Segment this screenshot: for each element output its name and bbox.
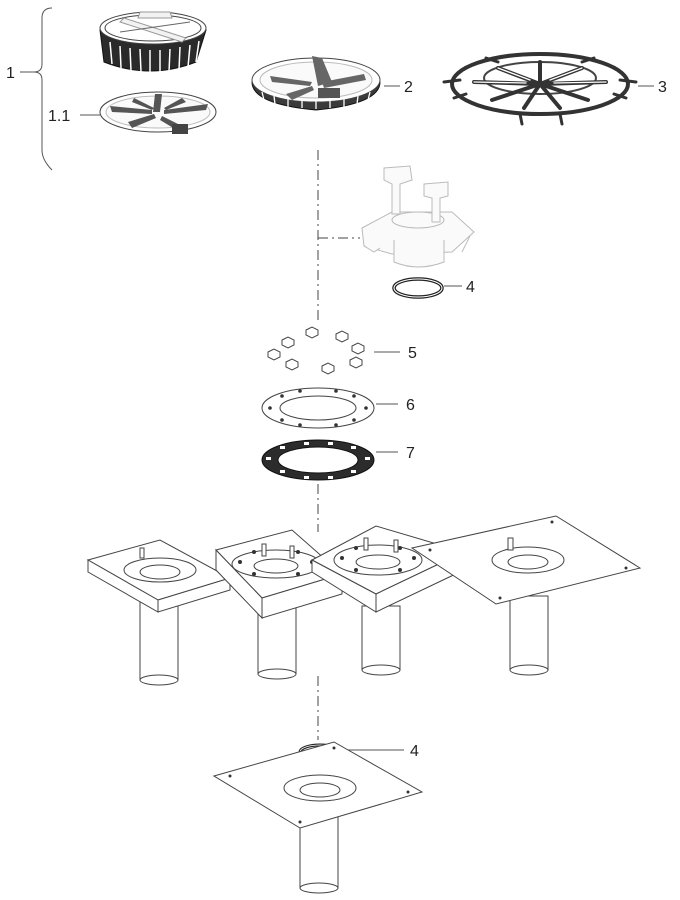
callout-7: 7 bbox=[406, 445, 415, 462]
callout-1-1: 1.1 bbox=[48, 108, 70, 125]
callout-2: 2 bbox=[404, 79, 413, 96]
drain-body-variant-a bbox=[86, 539, 232, 686]
callout-1: 1 bbox=[6, 65, 15, 82]
part-star-plate bbox=[99, 91, 217, 134]
callout-6: 6 bbox=[406, 397, 415, 414]
drain-body-variants bbox=[86, 515, 642, 686]
drain-body-variant-d bbox=[410, 515, 642, 676]
callout-4-lower: 4 bbox=[410, 743, 419, 760]
part-drain-insert-ghost bbox=[361, 165, 475, 268]
group-bracket-1 bbox=[20, 7, 53, 171]
part-spoked-ring bbox=[442, 52, 638, 126]
drain-body-variant-c bbox=[310, 525, 466, 676]
callout-4-upper: 4 bbox=[466, 279, 475, 296]
part-o-ring-upper bbox=[392, 277, 444, 299]
part-flange-ring bbox=[261, 387, 375, 429]
part-gasket bbox=[261, 439, 375, 481]
drain-body-lower bbox=[212, 741, 424, 894]
callout-5: 5 bbox=[408, 345, 417, 362]
drain-body-variant-b bbox=[215, 529, 344, 680]
callout-3: 3 bbox=[658, 79, 667, 96]
part-cage-grate bbox=[99, 11, 207, 73]
part-round-grate bbox=[251, 56, 381, 111]
part-nuts bbox=[267, 326, 365, 375]
